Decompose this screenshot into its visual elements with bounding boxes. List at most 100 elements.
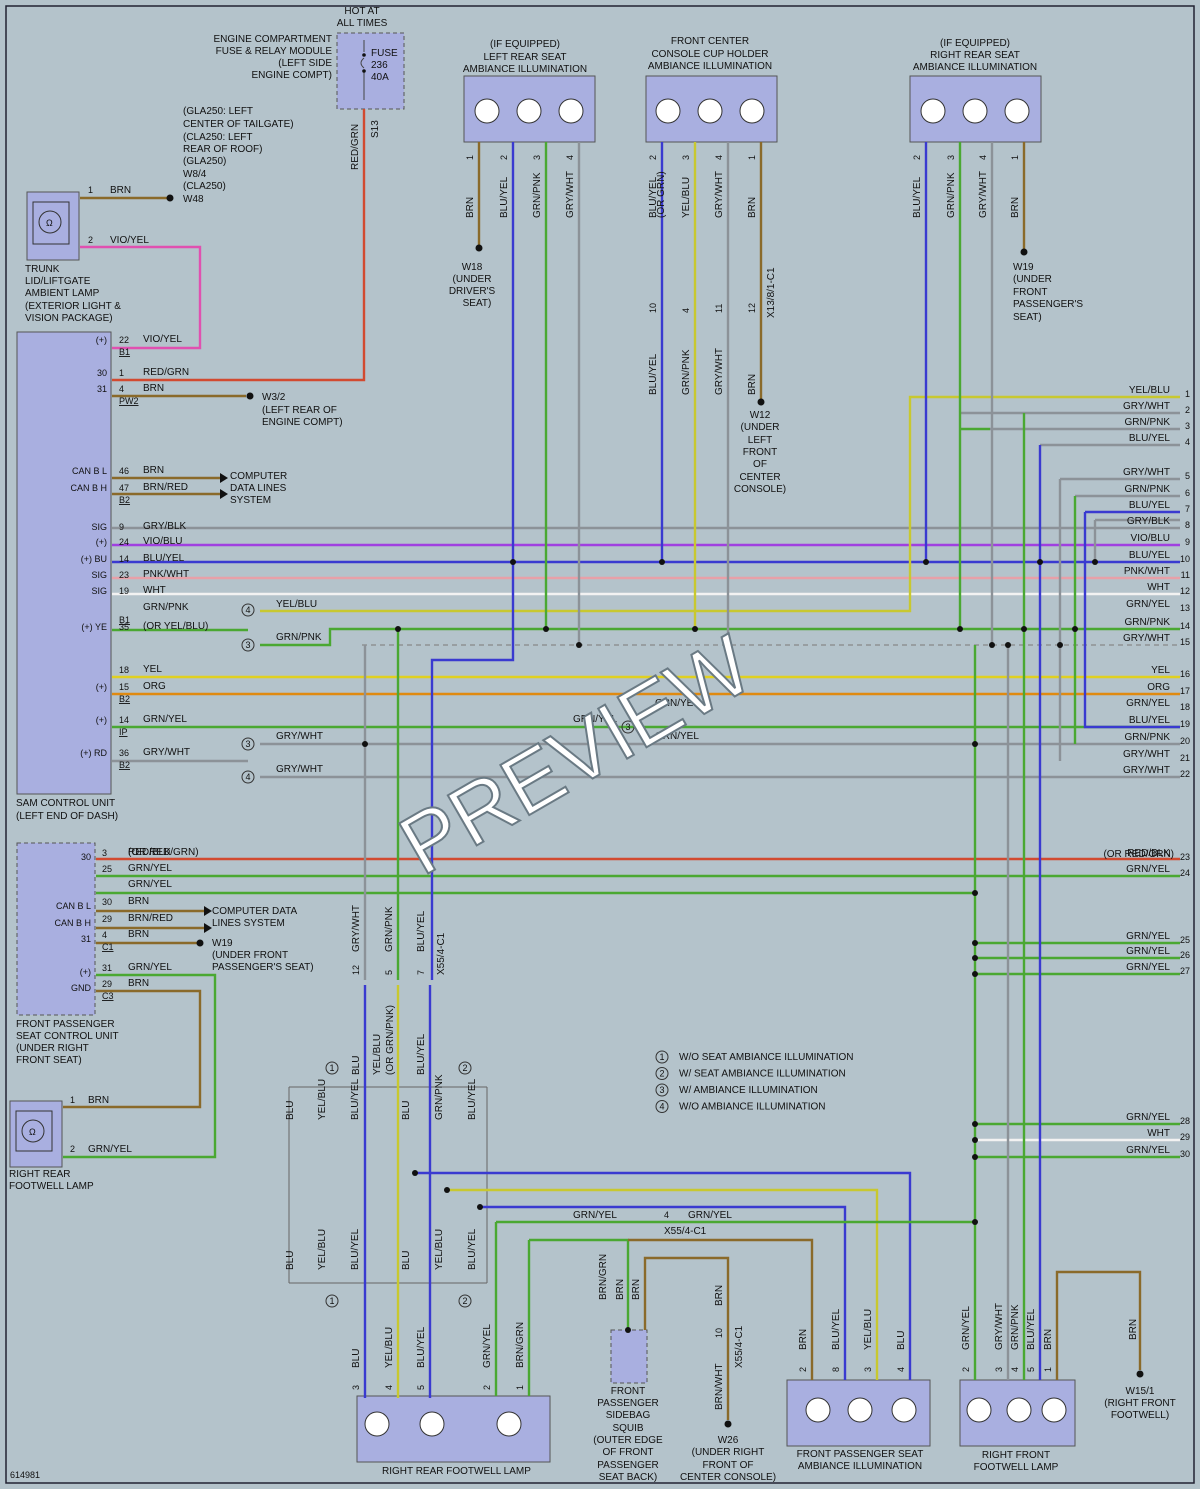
rrf-wire-1: BRN [88,1095,109,1106]
w18-2: (UNDER [453,274,492,285]
trunk-wire-2: VIO/YEL [110,235,149,246]
box-option-top-1-ring [325,1061,339,1075]
cup-lower-wire-0: BLU/YEL [648,353,659,395]
mid-grn-yel-b: GRN/YEL [655,698,699,709]
cup-conn-pin-1: 4 [681,308,691,313]
box-bot-wire-d: BLU [401,1251,412,1270]
lr-amb-wire-1: BRN [465,197,476,218]
fps-pin-0: 3 [102,848,107,858]
right-wire-number-14: 14 [1180,621,1190,631]
fuse-label-1: FUSE [371,48,398,59]
svg-text:Ω: Ω [29,1127,36,1137]
legend-number-2: 2 [659,1069,664,1079]
right-wire-number-7: 7 [1185,504,1190,514]
right-wire-number-16: 16 [1180,669,1190,679]
sam-side-5: SIG [91,522,107,532]
right-wire-number-4: 4 [1185,437,1190,447]
sidebag-4: SQUIB [612,1423,643,1434]
rffl-wire-3: GRY/WHT [994,1303,1005,1350]
fps-unit-3: (UNDER RIGHT [16,1043,89,1054]
w19b-2: (UNDER FRONT [212,950,288,961]
rrf-pin-2: 2 [70,1144,75,1154]
fps-pin-7: 29 [102,979,112,989]
sam-wire-15: GRY/WHT [143,747,190,758]
cup-wire-2: BLU/YEL [648,176,659,218]
right-wire-number-30: 30 [1180,1149,1190,1159]
box-top-wire-c: BLU/YEL [350,1078,361,1120]
sidebag-1: FRONT [611,1386,645,1397]
sam-side-9: SIG [91,586,107,596]
sam-side-13: (+) [96,682,107,692]
rrfl-pin-2: 2 [482,1385,492,1390]
right-wire-color-29: WHT [1147,1128,1170,1139]
diagram-frame [5,5,1195,1484]
sam-pin-11: 35 [119,622,129,632]
cup-wire-sub: (OR GRN) [656,171,667,218]
squib-wire-a: BRN/GRN [598,1254,609,1300]
right-wire-number-17: 17 [1180,686,1190,696]
x13-label: X13/8/1-C1 [766,267,777,318]
box-option-bot-1-ring [325,1294,339,1308]
box-bot-wire-a: BLU [285,1251,296,1270]
squib-wire-b: BRN [615,1279,626,1300]
lr-amb-pin-1: 1 [465,155,475,160]
fpsa-pin-0: 2 [798,1367,808,1372]
sam-pin-3: 46 [119,466,129,476]
trunk-pin-1: 1 [88,185,93,195]
w48-label: W48 [183,194,204,205]
box-option-top-1: 1 [329,1063,334,1073]
cup-wire-4: GRY/WHT [714,171,725,218]
right-wire-color-13: GRN/YEL [1126,599,1170,610]
sam-wire-8: PNK/WHT [143,569,189,580]
fuse-module [336,32,405,110]
sam-wire-11: (OR YEL/BLU) [143,621,208,632]
right-wire-number-27: 27 [1180,966,1190,976]
legend-number-1: 1 [659,1052,664,1062]
junction-dots [362,559,1098,1333]
sidebag-7: PASSENGER [597,1460,659,1471]
data-arrows [204,473,228,933]
rr-footwell-lamp-label: RIGHT REAR FOOTWELL LAMP [382,1466,531,1477]
legend-ring-4 [655,1100,669,1113]
x55-top-pin-1: 5 [384,970,394,975]
rrfl-pin-3: 3 [351,1385,361,1390]
fuse-module-label-4: ENGINE COMPT) [251,70,332,81]
fps-or-red-grn: (OR RED/GRN) [128,847,199,858]
sam-option-4b-ring [241,770,255,784]
box-option-bot-2: 2 [462,1296,467,1306]
trunk-lamp-1: TRUNK [25,264,60,275]
w26-2: (UNDER RIGHT [692,1447,765,1458]
box-option-top-2-ring [458,1061,472,1075]
fpsa-wire-3: BLU [896,1331,907,1350]
w19-5: SEAT) [1013,312,1042,323]
sam-wire-4: BRN/RED [143,482,188,493]
x55-mid-pin: 4 [664,1210,669,1220]
right-wire-number-13: 13 [1180,603,1190,613]
w19-4: PASSENGER'S [1013,299,1083,310]
sam-option-3a: 3 [245,640,250,650]
loc-note-1: (GLA250: LEFT [183,106,253,117]
right-wire-color-12: WHT [1147,582,1170,593]
legend-ring-3 [655,1083,669,1097]
w18-3: DRIVER'S [449,286,496,297]
computer-data-3: SYSTEM [230,495,271,506]
trunk-lamp-4: (EXTERIOR LIGHT & [25,301,121,312]
trunk-pin-2: 2 [88,235,93,245]
sam-conn-4: B2 [119,495,130,505]
sam-wire-12: YEL [143,664,162,675]
right-wire-number-22: 22 [1180,769,1190,779]
sam-side-7: (+) BU [81,554,107,564]
x55-bot-wire-b: YEL/BLU [372,1034,383,1075]
fps-conn-5: C1 [102,942,114,952]
fps-wire-2: GRN/YEL [128,879,172,890]
box-option-bot-2-ring [458,1294,472,1308]
loc-note-2: CENTER OF TAILGATE) [183,119,294,130]
ground-symbols [166,194,1144,1428]
cup-wire-1: BRN [747,197,758,218]
right-wire-number-24: 24 [1180,868,1190,878]
fpsa-wire-0: BRN [798,1329,809,1350]
sam-conn-14: IP [119,727,128,737]
w12-7: CONSOLE) [734,484,786,495]
w3-2-2: (LEFT REAR OF [262,405,337,416]
loc-note-6: W8/4 [183,169,207,180]
